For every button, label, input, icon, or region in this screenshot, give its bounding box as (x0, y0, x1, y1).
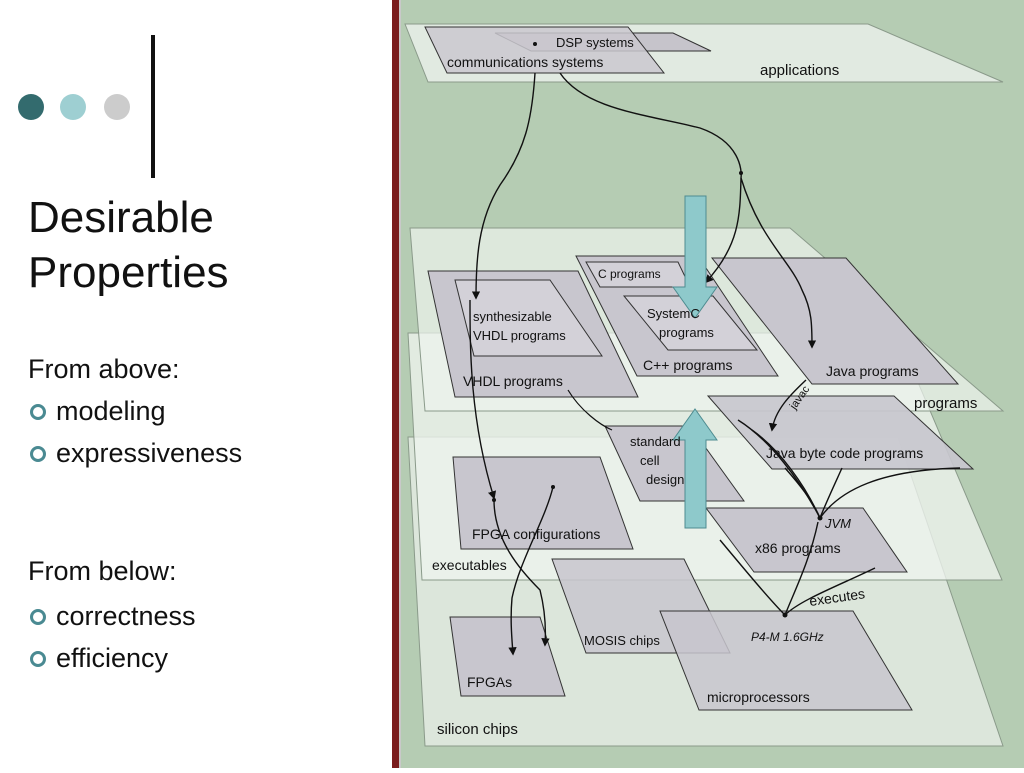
dot-marker (551, 485, 555, 489)
bullet-ring-icon (30, 651, 46, 667)
arrow-x86-to-p4-2 (719, 539, 786, 616)
label-synth-vhdl-1: synthesizable (473, 309, 552, 324)
label-standard-cell-3: design (646, 472, 684, 487)
arrow-synth-to-fpga-config (469, 299, 497, 500)
arrow-comm-to-synth-vhdl (471, 72, 536, 300)
arrow-vhdl-to-std-cell (567, 389, 613, 431)
panel-divider-shadow (399, 0, 401, 768)
from-below-label: From below: (28, 556, 177, 586)
label-synth-vhdl-2: VHDL programs (473, 328, 566, 343)
label-dsp-systems: DSP systems (556, 35, 634, 50)
label-fpgas: FPGAs (467, 674, 512, 690)
node-standard-cell (604, 425, 745, 502)
label-executables-layer: executables (432, 557, 507, 573)
bullet-item: correctness (28, 595, 196, 637)
label-programs-layer: programs (914, 395, 977, 412)
abstraction-layers-diagram: DSP systems communications systems appli… (401, 0, 1024, 768)
bullet-item: expressiveness (28, 432, 242, 474)
label-vhdl-programs: VHDL programs (463, 373, 563, 389)
label-cpp-programs: C++ programs (643, 357, 732, 373)
arrow-fpga-config-to-fpgas (508, 486, 554, 656)
bullet-item: efficiency (28, 637, 196, 679)
label-systemc-2: programs (659, 325, 714, 340)
dot-marker (782, 612, 788, 618)
dot-dark (18, 94, 44, 120)
label-applications-layer: applications (760, 62, 839, 79)
arrow-bytecode-to-jvm-4 (819, 467, 843, 519)
arrow-down-from-above-icon (672, 195, 718, 319)
label-jvm: JVM (824, 516, 851, 531)
slide-title: Desirable Properties (28, 190, 358, 300)
arrow-up-from-below-icon (672, 408, 718, 529)
arrow-x86-to-p4 (784, 521, 819, 616)
bullet-text: correctness (56, 601, 196, 631)
node-communications-systems (424, 26, 666, 74)
bullet-text: expressiveness (56, 438, 243, 468)
panel-divider (392, 0, 399, 768)
label-executes: executes (808, 585, 866, 609)
arrow-bytecode-to-jvm-3 (784, 467, 821, 519)
bullet-text: efficiency (56, 643, 169, 673)
title-line-2: Properties (28, 248, 229, 297)
label-x86-programs: x86 programs (755, 540, 841, 556)
bullet-text: modeling (56, 396, 166, 426)
arrow-comm-to-java (740, 177, 817, 349)
dot-light (60, 94, 86, 120)
label-microprocessors: microprocessors (707, 689, 810, 705)
node-x86-programs (705, 507, 908, 573)
arrow-fpga-config-to-fpgas-2 (493, 499, 550, 647)
node-fpgas (449, 616, 566, 697)
bullet-item: modeling (28, 390, 242, 432)
dot-marker (739, 171, 743, 175)
title-vertical-rule (151, 35, 155, 178)
label-java-programs: Java programs (826, 363, 919, 379)
bullet-ring-icon (30, 404, 46, 420)
dot-gray (104, 94, 130, 120)
bullet-ring-icon (30, 446, 46, 462)
label-silicon-layer: silicon chips (437, 721, 518, 738)
label-java-bytecode: Java byte code programs (766, 445, 923, 461)
arrow-comm-to-systemc (559, 72, 742, 284)
label-standard-cell-2: cell (640, 453, 660, 468)
from-above-list: modeling expressiveness (28, 390, 242, 474)
arrow-x86-to-p4-3 (784, 567, 876, 616)
dot-marker (817, 515, 823, 521)
title-line-1: Desirable (28, 193, 214, 242)
from-above-label: From above: (28, 354, 180, 384)
from-below-list: correctness efficiency (28, 595, 196, 679)
label-communications-systems: communications systems (447, 54, 603, 70)
label-c-programs: C programs (598, 267, 661, 281)
bullet-ring-icon (30, 609, 46, 625)
label-fpga-configurations: FPGA configurations (472, 526, 600, 542)
label-standard-cell-1: standard (630, 434, 681, 449)
label-mosis-chips: MOSIS chips (584, 633, 660, 648)
label-systemc-1: SystemC (647, 306, 700, 321)
dot-marker (533, 42, 537, 46)
node-java-programs (710, 257, 960, 385)
label-p4: P4-M 1.6GHz (751, 630, 824, 644)
node-synth-vhdl (454, 279, 603, 357)
arrow-bytecode-to-jvm-5 (819, 467, 961, 519)
dot-marker (492, 498, 496, 502)
arrow-javac (768, 379, 807, 432)
